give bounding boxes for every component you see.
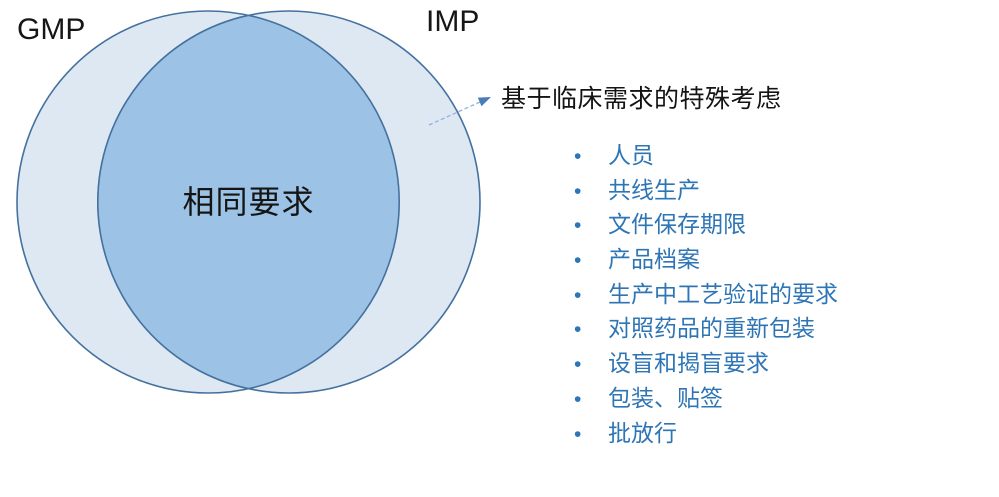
list-item-text: 批放行 [608, 419, 677, 446]
bullet-icon: • [574, 353, 582, 377]
list-item: • 包装、贴签 [568, 381, 838, 416]
bullet-icon: • [574, 179, 582, 203]
bullet-icon: • [574, 249, 582, 273]
bullet-icon: • [574, 422, 582, 446]
imp-label: IMP [426, 5, 480, 38]
list-item-text: 共线生产 [608, 176, 700, 203]
bullet-icon: • [574, 145, 582, 168]
bullet-icon: • [574, 318, 582, 342]
list-item: • 对照药品的重新包装 [568, 311, 838, 346]
list-item: • 产品档案 [568, 242, 838, 277]
list-item: • 生产中工艺验证的要求 [568, 277, 838, 312]
list-item-text: 生产中工艺验证的要求 [608, 280, 838, 307]
list-item-text: 设盲和揭盲要求 [608, 350, 769, 377]
list-item: • 共线生产 [568, 173, 838, 208]
list-item-text: 文件保存期限 [608, 211, 746, 238]
list-item-text: 人员 [608, 142, 654, 168]
list-item: • 批放行 [568, 416, 838, 451]
arrow-line [428, 101, 481, 126]
bullet-icon: • [574, 214, 582, 238]
list-item-text: 包装、贴签 [608, 384, 723, 411]
annotation-heading: 基于临床需求的特殊考虑 [501, 85, 782, 113]
list-item: • 设盲和揭盲要求 [568, 346, 838, 381]
annotation-arrow [428, 97, 491, 126]
bullet-icon: • [574, 283, 582, 307]
overlap-region [97, 14, 400, 390]
bullet-icon: • [574, 387, 582, 411]
annotation-list: • 人员 • 共线生产 • 文件保存期限 • 产品档案 • 生产中工艺验证的要求… [568, 138, 838, 450]
overlap-label: 相同要求 [182, 184, 315, 220]
list-item: • 人员 [568, 138, 838, 173]
list-item-text: 对照药品的重新包装 [608, 315, 815, 342]
list-item-text: 产品档案 [608, 246, 700, 273]
arrow-head-icon [477, 97, 491, 107]
gmp-label: GMP [17, 13, 86, 46]
list-item: • 文件保存期限 [568, 207, 838, 242]
